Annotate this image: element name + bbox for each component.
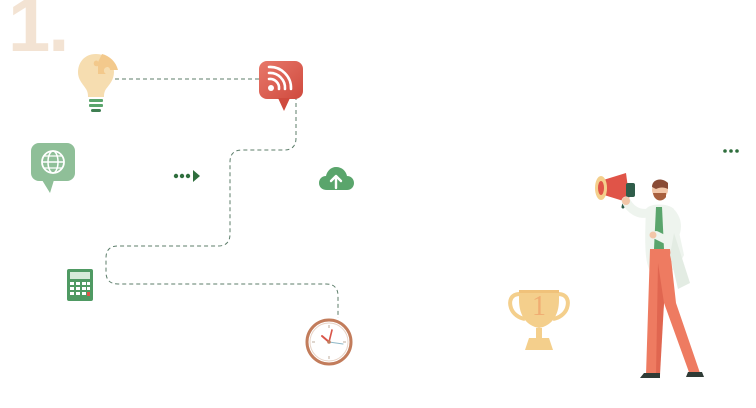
megaphone-man-illustration [595, 173, 704, 378]
ellipsis-icon [723, 149, 739, 153]
cloud-upload-icon [319, 167, 354, 190]
dotted-arrow-icon [173, 170, 200, 182]
trophy-rank-label: 1 [532, 291, 546, 322]
trophy-shape [508, 290, 570, 350]
rss-feed-icon [259, 61, 303, 111]
lightbulb-puzzle-icon [78, 54, 118, 112]
trophy-icon: 1 [507, 288, 571, 354]
megaphone-icon [600, 173, 630, 203]
globe-chat-icon [31, 143, 75, 193]
clock-icon [305, 318, 353, 366]
step-number: 1. [8, 0, 69, 68]
calculator-icon [67, 269, 93, 301]
